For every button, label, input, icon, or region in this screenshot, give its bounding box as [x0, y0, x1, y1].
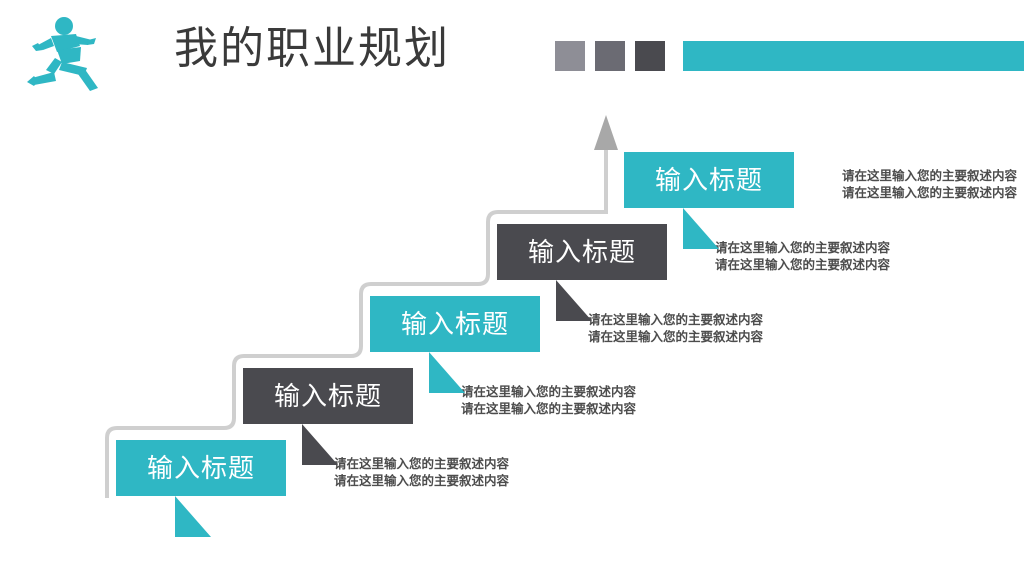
step-4-title: 输入标题 [527, 237, 636, 267]
step-1-title: 输入标题 [146, 453, 255, 483]
step-5-body: 请在这里输入您的主要叙述内容 请在这里输入您的主要叙述内容 [842, 168, 1017, 202]
step-2-body-line-2: 请在这里输入您的主要叙述内容 [461, 402, 637, 416]
step-1-body-line-2: 请在这里输入您的主要叙述内容 [334, 474, 510, 488]
step-4-body-line-2: 请在这里输入您的主要叙述内容 [715, 258, 891, 272]
step-1-box[interactable]: 输入标题 [116, 440, 286, 496]
step-3-box[interactable]: 输入标题 [370, 296, 540, 352]
step-5-box[interactable]: 输入标题 [624, 152, 794, 208]
step-2-box[interactable]: 输入标题 [243, 368, 413, 424]
step-3-title: 输入标题 [400, 309, 509, 339]
step-5-tail [683, 208, 719, 249]
running-man-icon [24, 12, 102, 92]
swatch-dark-gray [635, 41, 665, 71]
swatch-mid-gray [595, 41, 625, 71]
page-title: 我的职业规划 [174, 24, 450, 73]
step-4-body-line-1: 请在这里输入您的主要叙述内容 [715, 241, 891, 255]
step-4-box[interactable]: 输入标题 [497, 224, 667, 280]
step-5-body-line-2: 请在这里输入您的主要叙述内容 [842, 186, 1018, 200]
step-2-tail [302, 424, 338, 465]
step-3-body-line-1: 请在这里输入您的主要叙述内容 [588, 313, 764, 327]
swatch-light-gray [555, 41, 585, 71]
step-3-tail [429, 352, 465, 393]
step-1-tail [175, 496, 211, 537]
step-3-body-line-2: 请在这里输入您的主要叙述内容 [588, 330, 764, 344]
up-arrow-icon [594, 115, 618, 150]
step-3-body: 请在这里输入您的主要叙述内容 请在这里输入您的主要叙述内容 [588, 312, 763, 346]
step-1-body: 请在这里输入您的主要叙述内容 请在这里输入您的主要叙述内容 [334, 456, 509, 490]
step-2-title: 输入标题 [273, 381, 382, 411]
accent-bar [683, 41, 1024, 71]
step-2-body: 请在这里输入您的主要叙述内容 请在这里输入您的主要叙述内容 [461, 384, 636, 418]
step-5-title: 输入标题 [654, 165, 763, 195]
step-4-body: 请在这里输入您的主要叙述内容 请在这里输入您的主要叙述内容 [715, 240, 890, 274]
step-5-body-line-1: 请在这里输入您的主要叙述内容 [842, 169, 1018, 183]
step-1-body-line-1: 请在这里输入您的主要叙述内容 [334, 457, 510, 471]
step-2-body-line-1: 请在这里输入您的主要叙述内容 [461, 385, 637, 399]
step-4-tail [556, 280, 592, 321]
